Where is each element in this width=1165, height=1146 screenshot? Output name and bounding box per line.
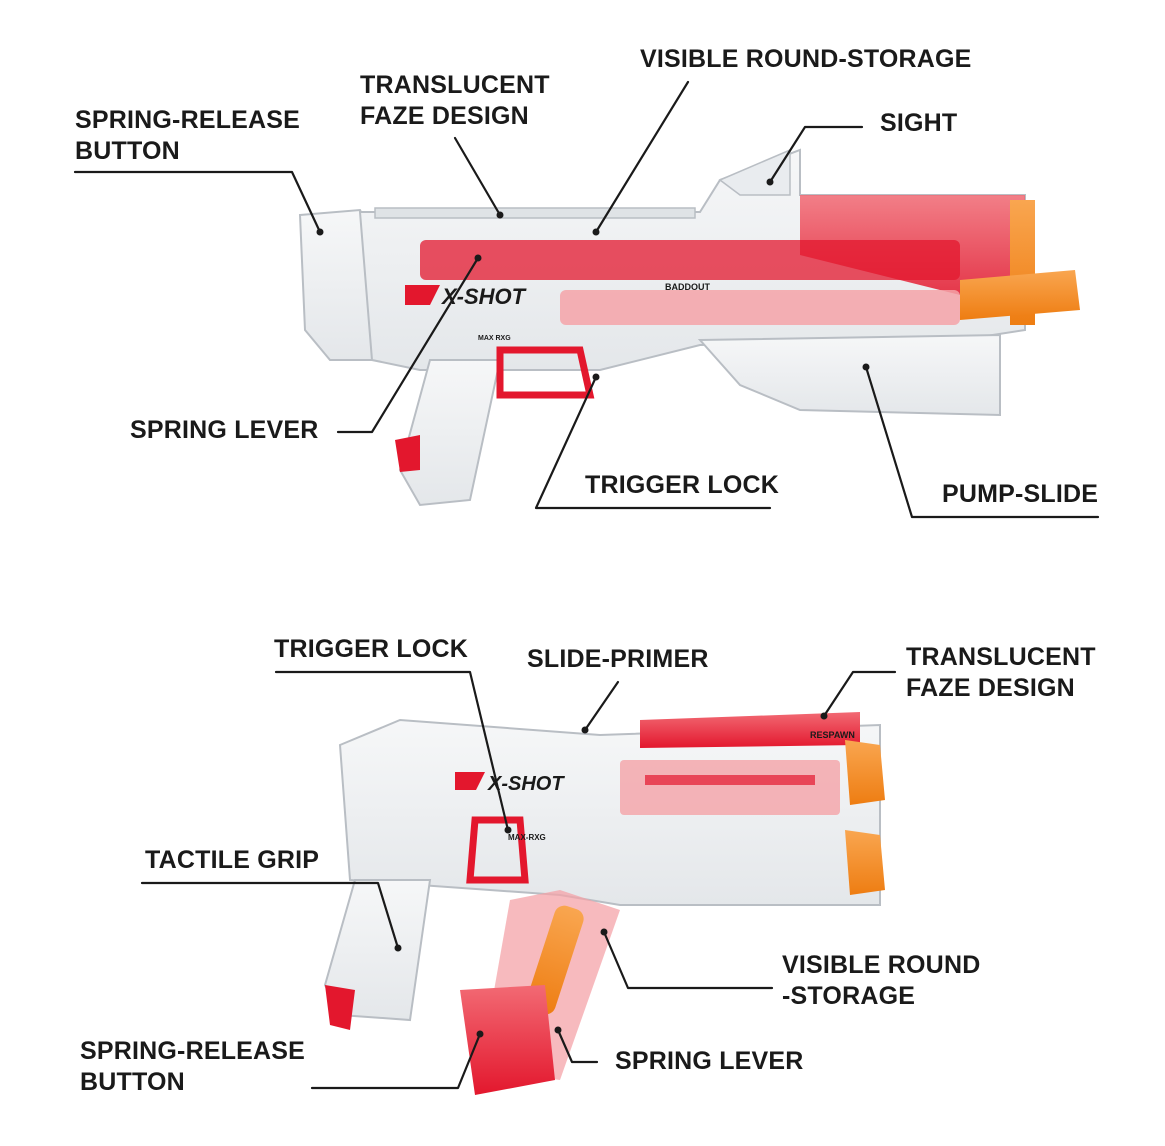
leader-faze-bottom: [822, 670, 897, 718]
leader-sight: [768, 125, 864, 184]
leader-dot: [394, 944, 402, 952]
bottom-blaster: X-SHOT RESPAWN MAX-RXG: [323, 712, 885, 1095]
top-leader-lines: [73, 80, 1100, 519]
leader-dot: [766, 178, 774, 186]
leader-spring-lever-bottom: [556, 1028, 599, 1064]
label-visible-round-storage-top: VISIBLE ROUND-STORAGE: [640, 45, 972, 73]
leader-trigger-lock-top: [534, 375, 772, 510]
leader-dot: [862, 363, 870, 371]
svg-text:MAX RXG: MAX RXG: [478, 335, 511, 342]
svg-text:BADDOUT: BADDOUT: [665, 282, 710, 292]
leader-spring-lever-top: [336, 256, 480, 434]
leader-faze-top: [453, 136, 502, 217]
label-slide-primer: SLIDE-PRIMER: [527, 645, 709, 673]
label-trigger-lock-top: TRIGGER LOCK: [585, 471, 780, 499]
svg-text:RESPAWN: RESPAWN: [810, 730, 855, 740]
leader-dot: [474, 254, 482, 262]
label-tactile-grip: TACTILE GRIP: [145, 846, 320, 874]
label-translucent-faze-design-top: TRANSLUCENT FAZE DESIGN: [360, 71, 550, 130]
xshot-logo-bottom: X-SHOT: [455, 772, 565, 795]
leader-trigger-lock-bottom: [274, 670, 510, 832]
leader-round-storage-top: [594, 80, 690, 234]
svg-text:X-SHOT: X-SHOT: [487, 773, 565, 795]
label-visible-round-storage-bottom: VISIBLE ROUND -STORAGE: [782, 951, 981, 1010]
leader-dot: [496, 211, 504, 219]
leader-slide-primer: [583, 680, 620, 732]
leader-spring-release-top: [73, 170, 322, 234]
label-pump-slide: PUMP-SLIDE: [942, 480, 1099, 508]
leader-dot: [592, 373, 600, 381]
leader-dot: [820, 712, 828, 720]
leader-dot: [554, 1026, 562, 1034]
leader-pump-slide: [864, 365, 1100, 519]
leader-dot: [592, 228, 600, 236]
leader-dot: [476, 1030, 484, 1038]
leader-round-storage-bottom: [602, 930, 774, 990]
leader-dot: [504, 826, 512, 834]
label-trigger-lock-bottom: TRIGGER LOCK: [274, 635, 469, 663]
leader-dot: [316, 228, 324, 236]
bottom-leader-lines: [140, 670, 897, 1090]
top-blaster: X-SHOT BADDOUT MAX RXG: [298, 148, 1080, 507]
label-translucent-faze-design-bottom: TRANSLUCENT FAZE DESIGN: [906, 643, 1096, 702]
leader-tactile-grip: [140, 881, 400, 950]
svg-text:X-SHOT: X-SHOT: [440, 284, 527, 309]
label-spring-release-button-top: SPRING-RELEASE BUTTON: [75, 106, 301, 165]
label-spring-lever-bottom: SPRING LEVER: [615, 1047, 804, 1075]
label-spring-release-button-bottom: SPRING-RELEASE BUTTON: [80, 1037, 306, 1096]
svg-text:MAX-RXG: MAX-RXG: [508, 833, 546, 842]
leader-dot: [600, 928, 608, 936]
leader-spring-release-bottom: [310, 1032, 482, 1090]
label-spring-lever-top: SPRING LEVER: [130, 416, 319, 444]
label-sight: SIGHT: [880, 109, 958, 137]
leader-dot: [581, 726, 589, 734]
